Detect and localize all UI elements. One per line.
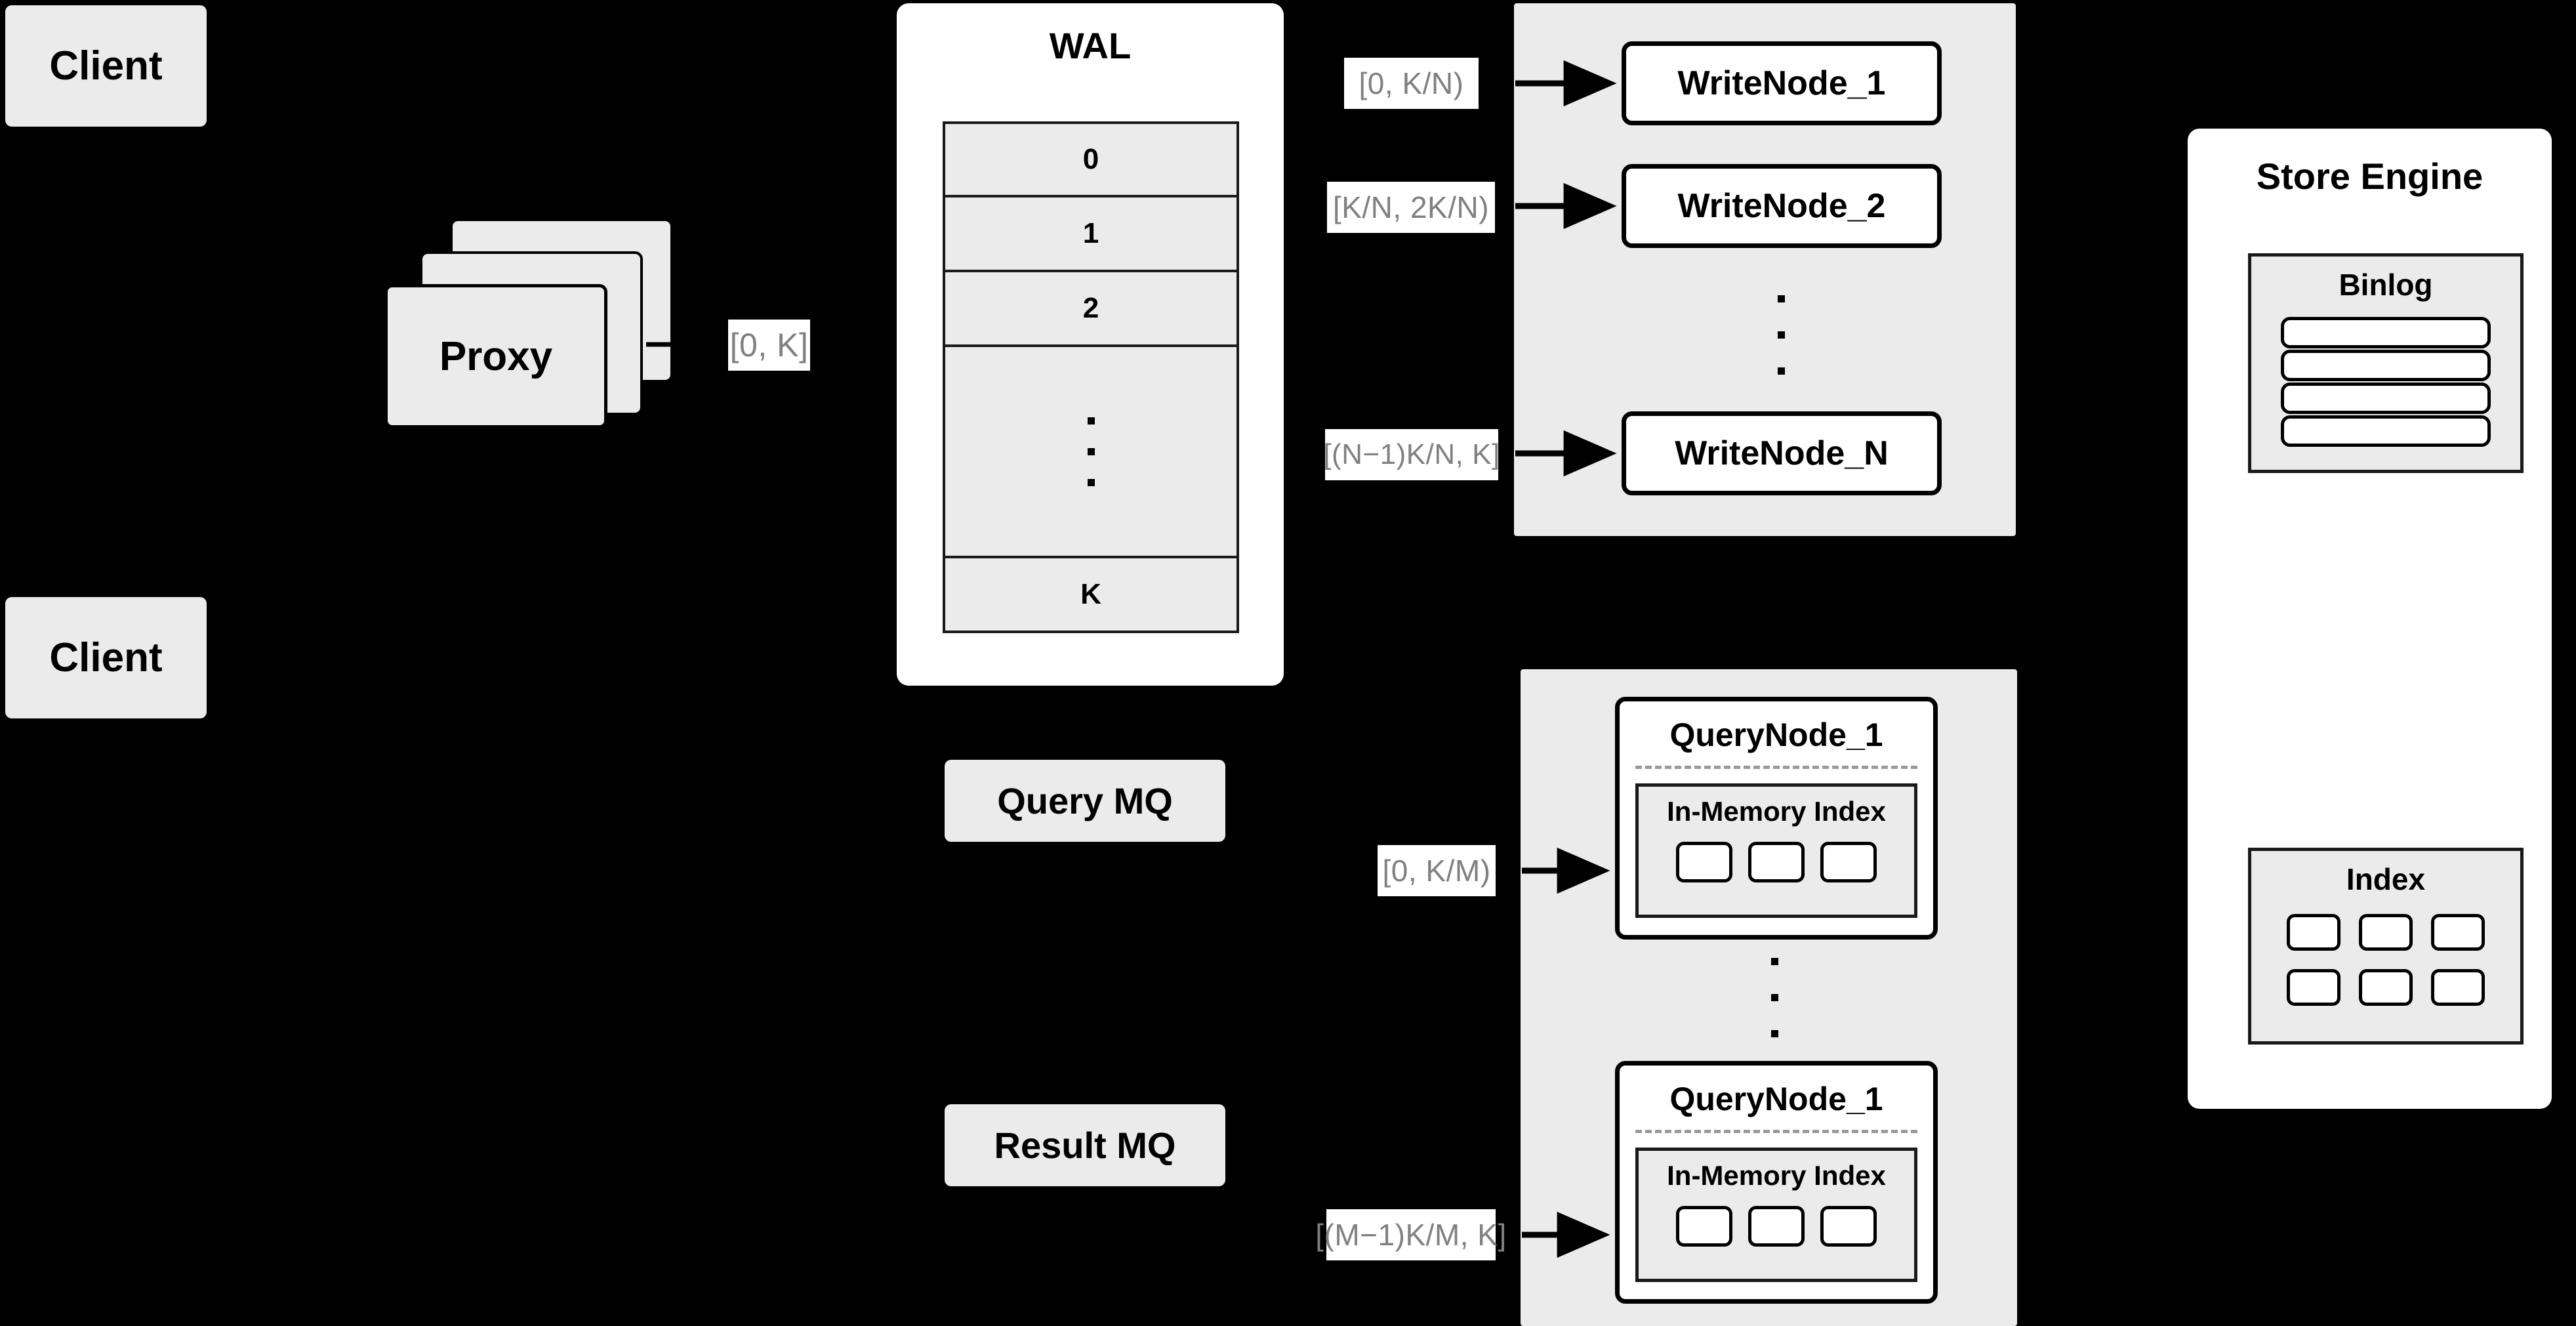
vertical-dot-icon — [1777, 295, 1785, 302]
write-node-2-range-text: [K/N, 2K/N) — [1332, 190, 1490, 224]
vertical-dot-icon — [1770, 1029, 1778, 1037]
proxy-box[interactable]: Proxy — [384, 284, 607, 428]
wal-title: WAL — [1049, 25, 1132, 66]
client-label-2: Client — [49, 635, 163, 680]
store-engine-title: Store Engine — [2256, 155, 2484, 197]
store-index-slot[interactable] — [2431, 914, 2485, 951]
wal-entry-0: 0 — [1082, 143, 1099, 175]
write-node-1-label: WriteNode_1 — [1677, 64, 1886, 102]
vertical-dot-icon — [1777, 331, 1785, 339]
wal-row-2[interactable]: 2 — [945, 272, 1237, 347]
index-slot[interactable] — [1748, 842, 1805, 882]
wal-entry-k: K — [1080, 578, 1101, 610]
store-index-slot[interactable] — [2287, 969, 2341, 1006]
index-slot[interactable] — [1820, 1206, 1877, 1247]
write-node-n[interactable]: WriteNode_N — [1622, 411, 1942, 495]
binlog-panel: Binlog — [2248, 253, 2524, 473]
store-engine-panel: Store Engine Binlog Index — [2188, 129, 2552, 1109]
index-title: Index — [2346, 862, 2426, 896]
binlog-title: Binlog — [2339, 268, 2433, 302]
query-node-1-range-chip: [0, K/M) — [1378, 845, 1496, 896]
write-node-2[interactable]: WriteNode_2 — [1622, 164, 1942, 248]
wal-row-0[interactable]: 0 — [945, 124, 1237, 197]
vertical-dot-icon — [1770, 993, 1778, 1001]
index-slot[interactable] — [1820, 842, 1877, 882]
write-node-n-range-chip: [(N−1)K/N, K] — [1323, 429, 1500, 480]
vertical-dot-icon — [1087, 417, 1095, 425]
vertical-dot-icon — [1777, 367, 1785, 375]
client-box-2[interactable]: Client — [5, 597, 207, 718]
index-panel: Index — [2248, 848, 2524, 1045]
binlog-bar[interactable] — [2281, 317, 2491, 348]
write-node-2-label: WriteNode_2 — [1677, 187, 1886, 225]
write-node-1[interactable]: WriteNode_1 — [1622, 41, 1942, 125]
write-cluster-ellipsis — [1765, 276, 1797, 394]
index-slot[interactable] — [1676, 842, 1732, 882]
query-node-1-range-text: [0, K/M) — [1382, 854, 1491, 888]
query-node-1-index-panel: In-Memory Index — [1635, 783, 1917, 918]
query-node-1[interactable]: QueryNode_1 In-Memory Index — [1615, 697, 1938, 940]
query-mq-label: Query MQ — [997, 780, 1173, 821]
vertical-dot-icon — [1087, 478, 1095, 486]
query-node-2-label: QueryNode_1 — [1669, 1081, 1883, 1117]
store-index-slot[interactable] — [2431, 969, 2485, 1006]
write-node-1-range-chip: [0, K/N) — [1344, 58, 1479, 109]
write-node-n-label: WriteNode_N — [1675, 434, 1889, 472]
vertical-dot-icon — [1087, 447, 1095, 455]
proxy-label: Proxy — [439, 333, 553, 379]
wal-row-k[interactable]: K — [945, 558, 1237, 631]
query-node-2-index-title: In-Memory Index — [1667, 1160, 1886, 1191]
binlog-bar[interactable] — [2281, 415, 2491, 447]
proxy-range-chip: [0, K] — [728, 320, 810, 371]
query-cluster-ellipsis — [1758, 938, 1791, 1056]
query-node-2-range-chip: [(M−1)K/M, K] — [1315, 1209, 1506, 1260]
write-node-1-range-text: [0, K/N) — [1359, 66, 1464, 100]
store-index-slot[interactable] — [2359, 969, 2413, 1006]
store-index-slot[interactable] — [2359, 914, 2413, 951]
wal-entry-2: 2 — [1082, 292, 1099, 324]
query-node-1-index-title: In-Memory Index — [1667, 796, 1886, 827]
query-node-2-divider — [1635, 1130, 1917, 1133]
result-mq-box[interactable]: Result MQ — [945, 1104, 1225, 1186]
query-node-2-range-text: [(M−1)K/M, K] — [1315, 1218, 1507, 1252]
binlog-bar[interactable] — [2281, 383, 2491, 414]
write-node-n-range-text: [(N−1)K/N, K] — [1323, 438, 1500, 470]
query-node-2-index-panel: In-Memory Index — [1635, 1148, 1917, 1282]
query-node-2[interactable]: QueryNode_1 In-Memory Index — [1615, 1061, 1938, 1304]
wal-panel: WAL 0 1 2 K — [897, 3, 1284, 686]
wal-entry-1: 1 — [1082, 217, 1099, 249]
query-mq-box[interactable]: Query MQ — [945, 760, 1225, 842]
client-box-1[interactable]: Client — [5, 5, 207, 127]
wal-row-1[interactable]: 1 — [945, 197, 1237, 272]
vertical-dot-icon — [1770, 957, 1778, 965]
wal-row-ellipsis — [945, 347, 1237, 558]
binlog-bar[interactable] — [2281, 350, 2491, 381]
index-slot[interactable] — [1748, 1206, 1805, 1247]
proxy-range-text: [0, K] — [729, 327, 809, 363]
store-index-slot[interactable] — [2287, 914, 2341, 951]
query-node-1-label: QueryNode_1 — [1669, 716, 1883, 753]
query-node-1-divider — [1635, 766, 1917, 769]
result-mq-label: Result MQ — [994, 1125, 1176, 1166]
wal-table: 0 1 2 K — [943, 121, 1239, 633]
write-node-2-range-chip: [K/N, 2K/N) — [1327, 182, 1495, 233]
client-label-1: Client — [49, 43, 163, 89]
index-slot[interactable] — [1676, 1206, 1732, 1247]
